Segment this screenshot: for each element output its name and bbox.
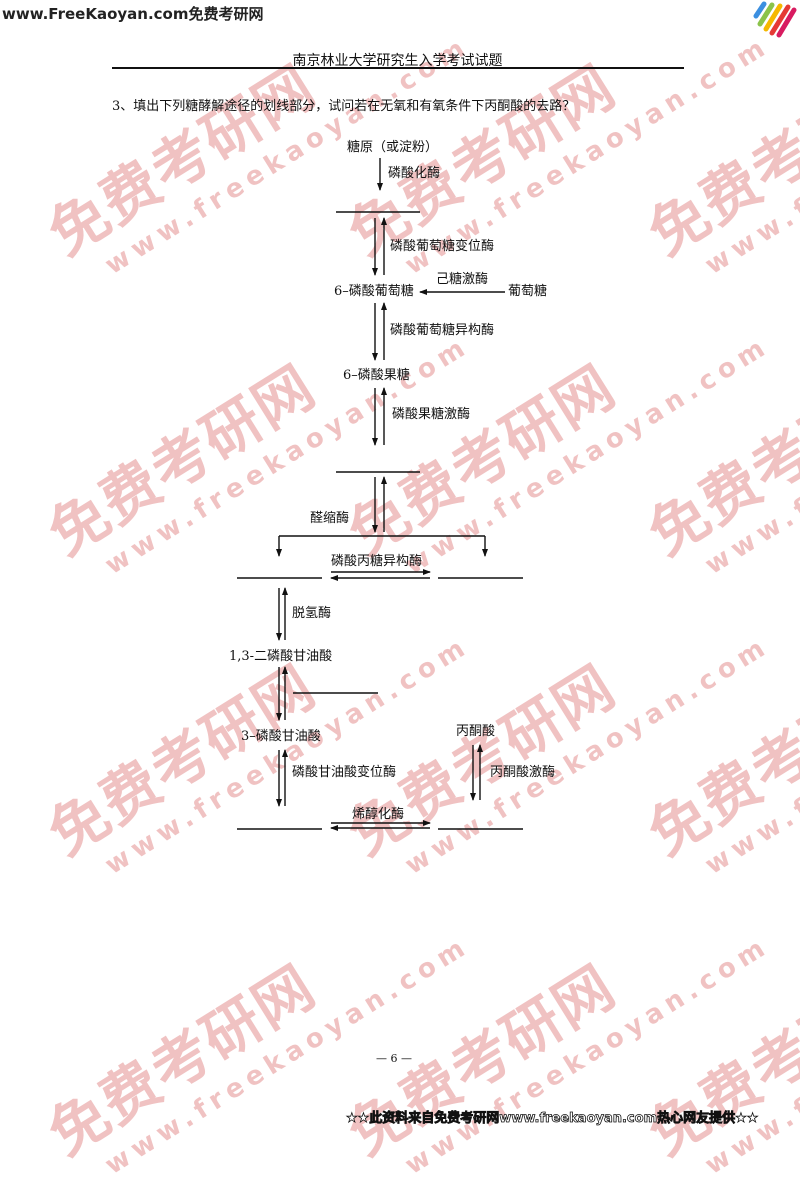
node-f6p: 6–磷酸果糖 [343,368,410,383]
enzyme-pfk: 磷酸果糖激酶 [392,407,471,422]
node-glycogen: 糖原（或淀粉） [347,140,439,155]
enzyme-aldolase: 醛缩酶 [310,511,350,526]
question-text: 3、填出下列糖酵解途径的划线部分，试问若在无氧和有氧条件下丙酮酸的去路？ [112,99,576,114]
page-number: — 6 — [376,1052,412,1065]
enzyme-phosphorylase: 磷酸化酶 [388,166,441,181]
site-logo-icon [753,1,797,38]
enzyme-dehydrogenase: 脱氢酶 [292,606,332,621]
footer-banner[interactable]: ★★此资料来自免费考研网www.freekaoyan.com热心网友提供★★ [346,1111,759,1127]
enzyme-pyruvate-kinase: 丙酮酸激酶 [490,765,556,780]
node-3pg: 3–磷酸甘油酸 [241,729,321,744]
node-g6p: 6–磷酸葡萄糖 [334,284,414,299]
enzyme-tpi: 磷酸丙糖异构酶 [331,554,423,569]
page-title: 南京林业大学研究生入学考试试题 [292,53,503,69]
site-header[interactable]: www.FreeKaoyan.com免费考研网 [2,5,264,23]
enzyme-enolase: 烯醇化酶 [352,807,405,822]
glycolysis-diagram [237,158,523,831]
enzyme-gpi: 磷酸葡萄糖异构酶 [390,323,495,338]
enzyme-hexokinase: 己糖激酶 [436,272,489,287]
node-pyruvate: 丙酮酸 [456,724,496,739]
node-bpg: 1,3-二磷酸甘油酸 [229,649,333,664]
title-rule [112,67,684,69]
enzyme-pgm: 磷酸甘油酸变位酶 [292,765,397,780]
node-glucose: 葡萄糖 [508,284,548,299]
enzyme-phosphoglucomutase: 磷酸葡萄糖变位酶 [390,239,495,254]
